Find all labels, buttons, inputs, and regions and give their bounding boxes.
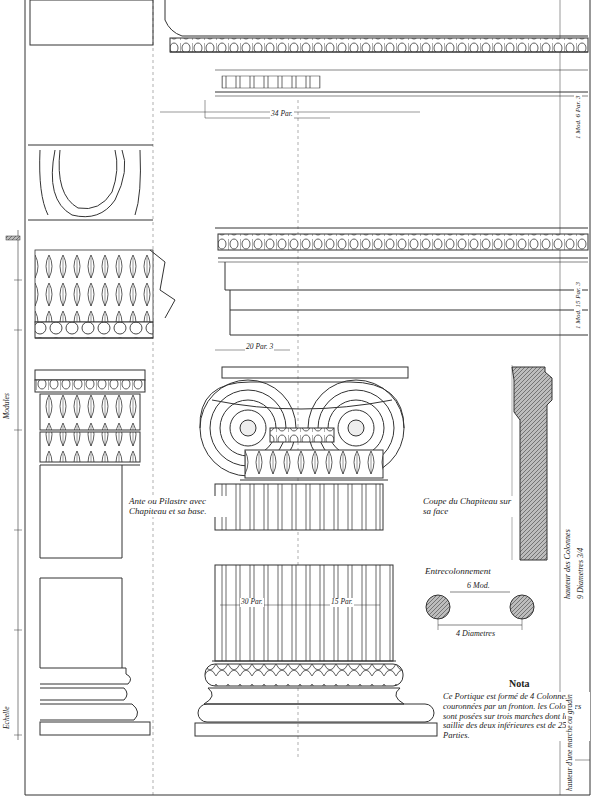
vertical-label: hauteur des Colonnes xyxy=(563,528,572,600)
note-heading: Nota xyxy=(508,678,531,690)
dimension-label: 4 Diametres xyxy=(455,629,496,638)
vertical-label: hauteur d'une marche ou gradin xyxy=(566,693,575,792)
dimension-label: 15 Par. xyxy=(330,598,354,607)
scale-label: Echelle xyxy=(3,706,12,731)
scale-label: Modules xyxy=(3,392,12,420)
vertical-label: 1 Mod. 15 Par. 3 xyxy=(574,281,582,330)
vertical-label: 9 Diametres 3/4 xyxy=(576,547,585,600)
caption-label: Coupe du Chapiteau sur sa face xyxy=(422,496,514,517)
section-title: Entrecolonnement xyxy=(424,566,492,576)
dimension-label: 6 Mod. xyxy=(466,581,491,590)
caption-label: Ante ou Pilastre avec Chapiteau et sa ba… xyxy=(128,496,230,517)
dimension-label: 20 Par. 3 xyxy=(245,343,274,352)
dimension-label: 30 Par. xyxy=(240,598,264,607)
dimension-label: 34 Par. xyxy=(270,110,294,119)
vertical-label: 1 Mod. 6 Par. 3 xyxy=(574,94,582,140)
